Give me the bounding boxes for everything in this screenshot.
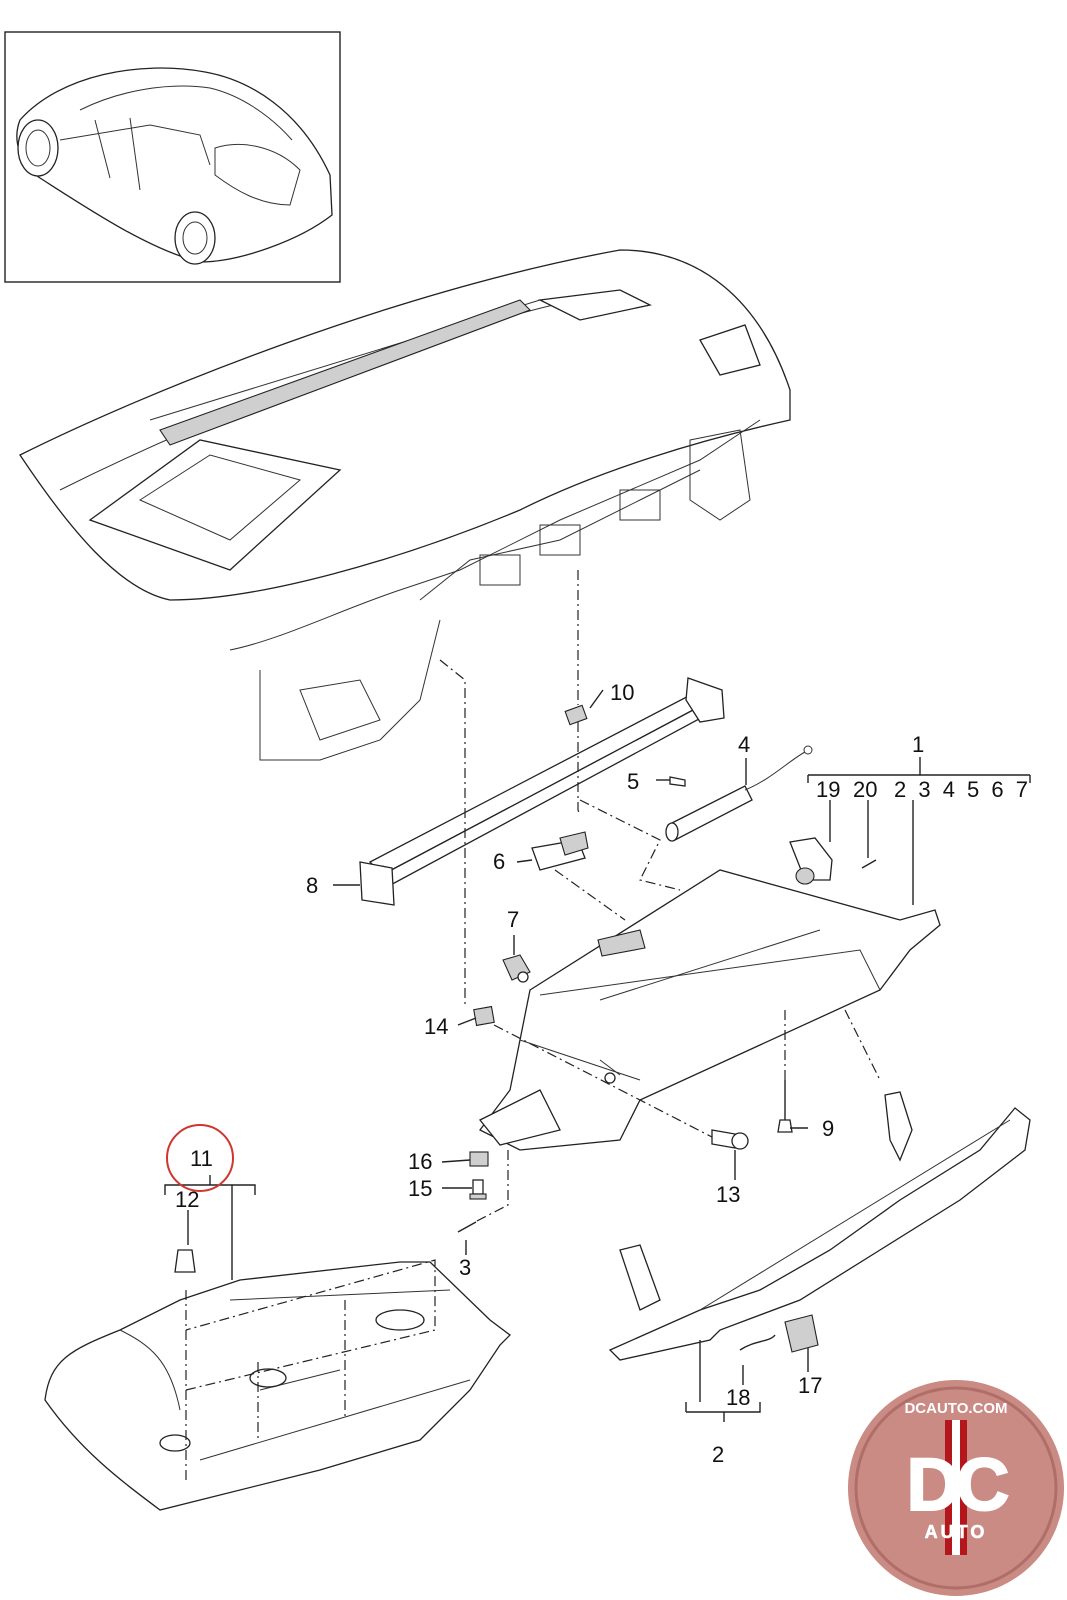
pin-3 — [457, 1221, 477, 1233]
latch-part — [531, 831, 589, 871]
bolt-13 — [711, 1129, 749, 1150]
screw-15 — [469, 1179, 487, 1200]
callout-4: 4 — [738, 732, 750, 757]
logo-domain: DCAUTO.COM — [904, 1400, 1007, 1417]
callout-19: 19 — [816, 777, 840, 802]
callout-1: 1 — [912, 732, 924, 757]
callout-8: 8 — [306, 873, 318, 898]
callout-5: 5 — [627, 769, 639, 794]
callout-20: 20 — [853, 777, 877, 802]
callout-labels: 1 2 3 4 5 6 7 8 9 10 11 12 13 14 15 16 1… — [175, 680, 1028, 1467]
nut-16 — [469, 1151, 489, 1167]
alignment-lines — [185, 570, 881, 1480]
damper-cylinder — [665, 745, 813, 842]
callout-16: 16 — [408, 1149, 432, 1174]
vehicle-thumbnail — [4, 31, 341, 283]
light-bulb-part — [502, 954, 531, 983]
callout-7: 7 — [507, 907, 519, 932]
callout-15: 15 — [408, 1176, 432, 1201]
screw-9 — [777, 1080, 793, 1133]
crossbar-support — [359, 677, 725, 906]
callout-18: 18 — [726, 1385, 750, 1410]
dcauto-logo: DCAUTO.COM DC AUTO — [848, 1380, 1064, 1596]
clip-14 — [473, 1005, 495, 1027]
lower-trim-panel — [608, 1091, 1031, 1361]
callout-9: 9 — [822, 1116, 834, 1141]
callout-17: 17 — [798, 1373, 822, 1398]
callout-group1-items: 2 3 4 5 6 7 — [894, 777, 1028, 802]
logo-letters: DC — [907, 1443, 1008, 1526]
logo-sub: AUTO — [925, 1522, 988, 1542]
callout-3: 3 — [459, 1255, 471, 1280]
callout-12: 12 — [175, 1187, 199, 1212]
callout-11: 11 — [190, 1146, 213, 1171]
glovebox-housing — [478, 869, 941, 1151]
callout-2: 2 — [712, 1442, 724, 1467]
glovebox-lid — [44, 1249, 511, 1511]
leader-lines — [164, 689, 1031, 1422]
callout-13: 13 — [716, 1182, 740, 1207]
dashboard-assembly — [19, 249, 791, 761]
callout-10: 10 — [610, 680, 634, 705]
highlight-circle — [166, 1124, 234, 1192]
switch-part — [789, 837, 877, 885]
callout-14: 14 — [424, 1014, 448, 1039]
callout-6: 6 — [493, 849, 505, 874]
